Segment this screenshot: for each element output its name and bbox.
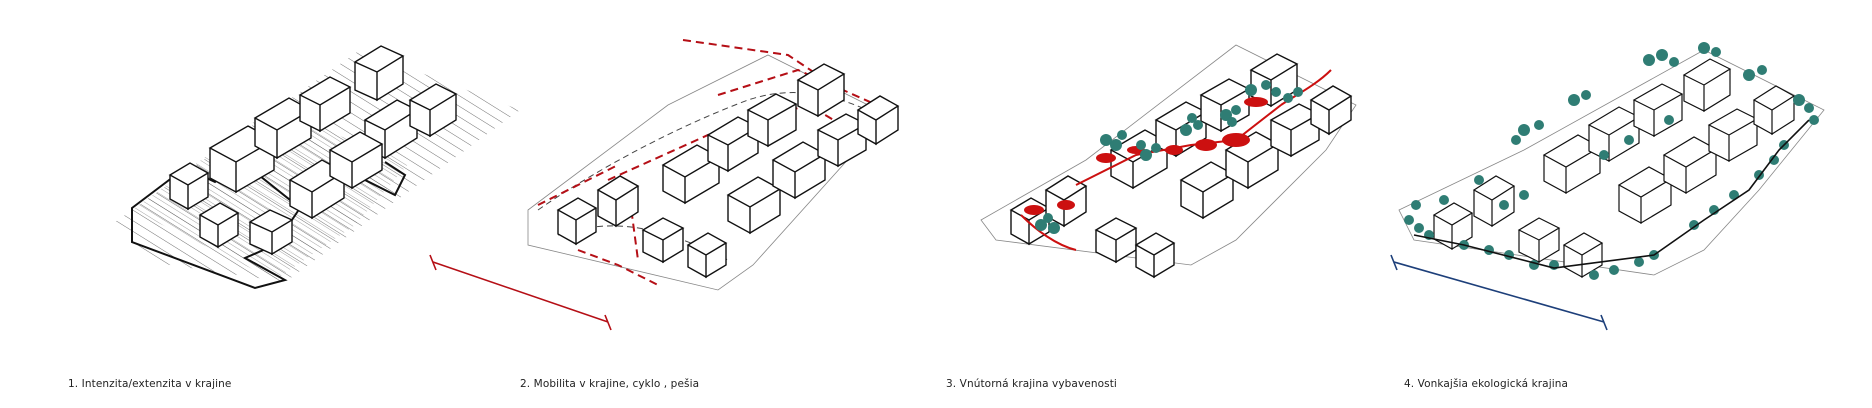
caption-3: 3. Vnútorná krajina vybavenosti (946, 378, 1117, 390)
diagram-panel-mobility: 2. Mobilita v krajine, cyklo , pešia (429, 0, 936, 408)
caption-4: 4. Vonkajšia ekologická krajina (1404, 378, 1569, 390)
building-blocks (1432, 58, 1796, 279)
green-corridor (1413, 119, 1810, 269)
diagram-panel-ecology: 4. Vonkajšia ekologická krajina (1390, 0, 1872, 408)
scale-bar (1390, 254, 1608, 331)
caption-2: 2. Mobilita v krajine, cyklo , pešia (520, 378, 700, 390)
building-blocks (168, 45, 458, 256)
scale-bar (429, 254, 612, 331)
amenity-diagram (980, 44, 1357, 279)
caption-1: 1. Intenzita/extenzita v krajine (68, 378, 232, 390)
amenity-connectors (1020, 69, 1332, 251)
mobility-diagram (429, 39, 900, 331)
amenity-spots (1024, 97, 1268, 215)
tree-canopy (1404, 42, 1819, 280)
site-outline (527, 54, 889, 291)
intensity-diagram (115, 45, 520, 290)
diagram-panel-intensity: 1. Intenzita/extenzita v krajine (0, 0, 520, 408)
site-outline (1398, 49, 1825, 276)
building-blocks (556, 63, 900, 279)
site-outline (980, 44, 1357, 266)
ecology-diagram (1390, 42, 1825, 331)
diagram-panel-amenity: 3. Vnútorná krajina vybavenosti (936, 0, 1404, 408)
tree-clusters (1035, 80, 1303, 234)
